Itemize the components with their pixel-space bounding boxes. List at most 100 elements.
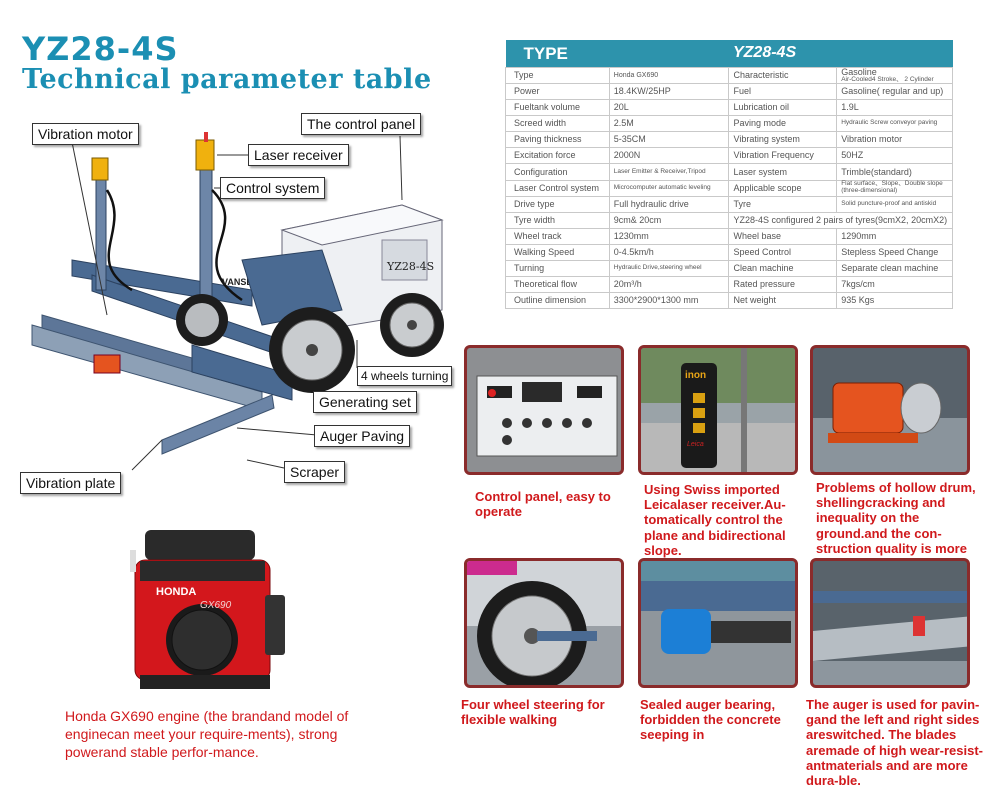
model-title: YZ28-4S [22,30,179,68]
cell: Gasoline Air-Cooled4 Stroke、 2 Cylinder [836,66,953,84]
cell: Power [505,82,610,101]
table-row: Paving thickness 5-35CM Vibrating system… [505,131,953,149]
cell: Configuration [505,163,610,181]
feature-photo-vibration-motor [810,345,970,475]
cell: Turning [505,260,610,278]
cell: Fueltank volume [505,99,610,117]
table-row: Theoretical flow 20m³/h Rated pressure 7… [505,276,953,294]
callout-control-system: Control system [220,177,326,199]
receiver-maker: Leica [687,441,704,448]
cell: Vibration Frequency [728,147,838,165]
laser-screed-illustration: YZ28-4S VANSE Vibration motor The contro… [12,110,462,510]
feature-caption-control-panel: Control panel, easy to operate [475,489,611,520]
cell: Separate clean machine [836,260,953,278]
body-model-label: YZ28-4S [386,260,434,273]
cell: Hydraulic Screw conveyor paving [836,115,953,133]
wheel-image [467,561,621,685]
engine-photo: HONDA GX690 [120,525,300,700]
feature-caption-auger: The auger is used for pavin-gand the lef… [806,697,983,789]
callout-vibration-motor: Vibration motor [32,123,139,145]
cell: Gasoline( regular and up) [836,82,953,101]
receiver-brand: inon [685,370,706,381]
cell: Drive type [505,195,610,213]
engine-model-mark: GX690 [200,600,232,611]
feature-photo-control-panel [464,345,624,475]
table-row: Excitation force 2000N Vibration Frequen… [505,147,953,165]
cell: Type [505,66,610,84]
machine-drawing: YZ28-4S VANSE [31,132,444,471]
callout-wheels-turning: 4 wheels turning [357,366,453,386]
cell: Speed Control [728,243,838,262]
cell: Clean machine [728,260,838,278]
cell: Hydraulic Drive,steering wheel [608,260,730,278]
feature-photo-wheel [464,558,624,688]
cell: Laser Emitter & Receiver,Tripod [608,163,730,181]
cell: 5-35CM [608,131,730,149]
cell: 1230mm [608,227,730,245]
table-row: Power 18.4KW/25HP Fuel Gasoline( regular… [505,82,953,101]
cell: 2.5M [608,115,730,133]
cell: Walking Speed [505,243,610,262]
cell: 0-4.5km/h [608,243,730,262]
cell: Paving mode [728,115,838,133]
cell: Applicable scope [728,179,838,197]
engine-brand: HONDA [156,586,196,598]
cell: Full hydraulic drive [608,195,730,213]
engine-caption: Honda GX690 engine (the brandand model o… [65,708,349,760]
cell: Tyre width [505,211,610,229]
cell: 9cm& 20cm [608,211,730,229]
page-subtitle: Technical parameter table [22,64,432,95]
feature-caption-wheel: Four wheel steering for flexible walking [461,697,605,728]
cell: Wheel base [728,227,838,245]
cell: Trimble(standard) [836,163,953,181]
cell: Screed width [505,115,610,133]
cell: Vibration motor [836,131,953,149]
feature-photo-auger [810,558,970,688]
brand-label: VANSE [222,277,252,287]
cell: 1290mm [836,227,953,245]
cell: Tyre [728,195,838,213]
spec-table-header: TYPE YZ28-4S [505,40,953,67]
cell: 50HZ [836,147,953,165]
cell: Characteristic [728,66,838,84]
feature-caption-laser-receiver: Using Swiss imported Leicalaser receiver… [644,482,786,558]
cell: Vibrating system [728,131,838,149]
cell: 1.9L [836,99,953,117]
cell: 3300*2900*1300 mm [608,292,730,310]
cell: 2000N [608,147,730,165]
cell: Excitation force [505,147,610,165]
cell: Honda GX690 [608,66,730,84]
cell: Wheel track [505,227,610,245]
cell-main: Gasoline [841,66,877,77]
cell: Net weight [728,292,838,310]
cell: Lubrication oil [728,99,838,117]
table-row: Walking Speed 0-4.5km/h Speed Control St… [505,243,953,262]
auger-bearing-image [641,561,795,654]
cell: Flat surface、Slope、Double slope (three-d… [836,179,953,197]
cell: 18.4KW/25HP [608,82,730,101]
callout-vibration-plate: Vibration plate [20,472,122,494]
callout-generating-set: Generating set [313,391,417,413]
cell-note: Air-Cooled4 Stroke、 2 Cylinder [841,75,934,83]
table-row: Laser Control system Microcomputer autom… [505,179,953,197]
callout-auger-paving: Auger Paving [314,425,411,447]
callout-laser-receiver: Laser receiver [248,144,349,166]
cell: Rated pressure [728,276,838,294]
table-row: Type Honda GX690 Characteristic Gasoline… [505,66,953,84]
table-row: Configuration Laser Emitter & Receiver,T… [505,163,953,181]
table-row: Outline dimension 3300*2900*1300 mm Net … [505,292,953,310]
cell: Laser Control system [505,179,610,197]
feature-caption-auger-bearing: Sealed auger bearing, forbidden the conc… [640,697,781,743]
table-row: Fueltank volume 20L Lubrication oil 1.9L [505,99,953,117]
table-row: Screed width 2.5M Paving mode Hydraulic … [505,115,953,133]
cell: Laser system [728,163,838,181]
auger-image [813,591,967,685]
cell: Solid puncture-proof and antiskid [836,195,953,213]
table-row: Drive type Full hydraulic drive Tyre Sol… [505,195,953,213]
callout-control-panel: The control panel [301,113,422,135]
spec-head-key: TYPE [505,40,729,67]
vibration-motor-image [813,382,967,472]
table-row: Wheel track 1230mm Wheel base 1290mm [505,227,953,245]
engine-drawing: HONDA GX690 [130,530,285,689]
table-row: Turning Hydraulic Drive,steering wheel C… [505,260,953,278]
